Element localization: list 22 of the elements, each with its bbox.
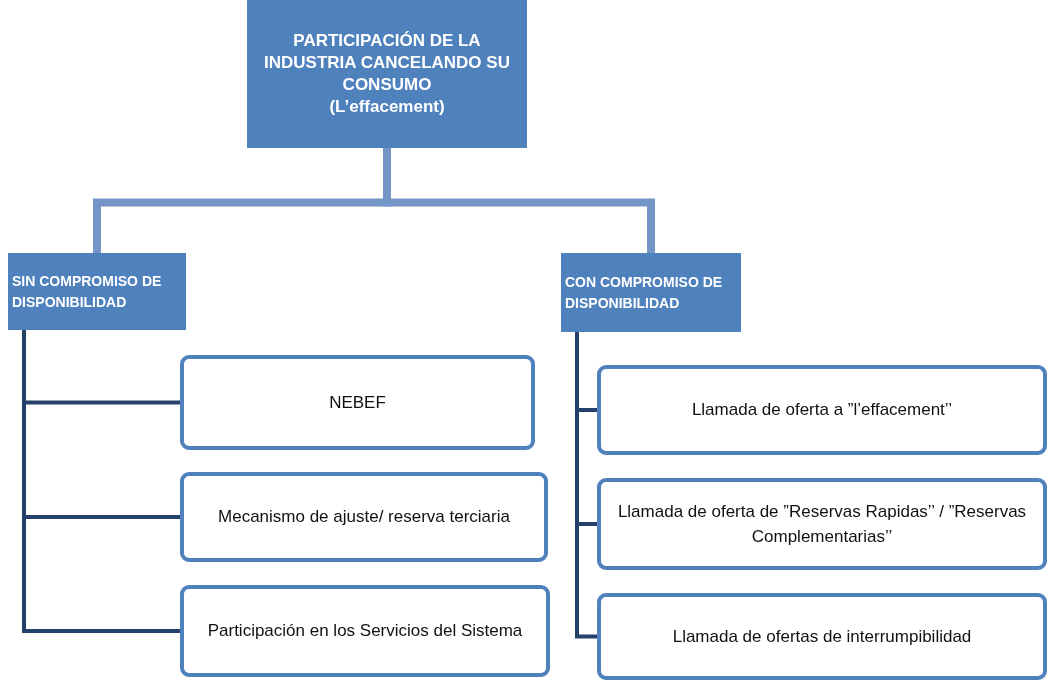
connector-line	[383, 148, 655, 253]
box-label: Llamada de oferta a ”l’effacement’’	[691, 399, 953, 422]
connector-line	[575, 332, 597, 639]
box-label: SIN COMPROMISO DE DISPONIBILIDAD	[12, 272, 163, 312]
box-label: NEBEF	[329, 391, 386, 414]
option-box	[597, 478, 1047, 570]
box-label: (L’effacement)	[329, 96, 445, 119]
option-box	[180, 355, 535, 450]
box-label: PARTICIPACIÓN DE LA INDUSTRIA CANCELANDO SU CONSUMO	[263, 29, 511, 96]
box-label: Llamada de ofertas de interrumpibilidad	[672, 625, 972, 648]
box-label: Mecanismo de ajuste/ reserva terciaria	[218, 506, 510, 529]
option-box	[597, 365, 1047, 455]
connector-line	[22, 330, 180, 633]
box-label: Llamada de oferta de ”Reservas Rapidas’’ / ”Reservas Complementarias’’	[616, 500, 1028, 548]
category-box	[561, 253, 741, 332]
option-box	[180, 472, 548, 562]
title-box	[247, 0, 527, 148]
box-label: CON COMPROMISO DE DISPONIBILIDAD	[565, 273, 724, 313]
box-label: Participación en los Servicios del Sistema	[207, 620, 523, 643]
option-box	[180, 585, 550, 677]
category-box	[8, 253, 186, 330]
option-box	[597, 593, 1047, 680]
